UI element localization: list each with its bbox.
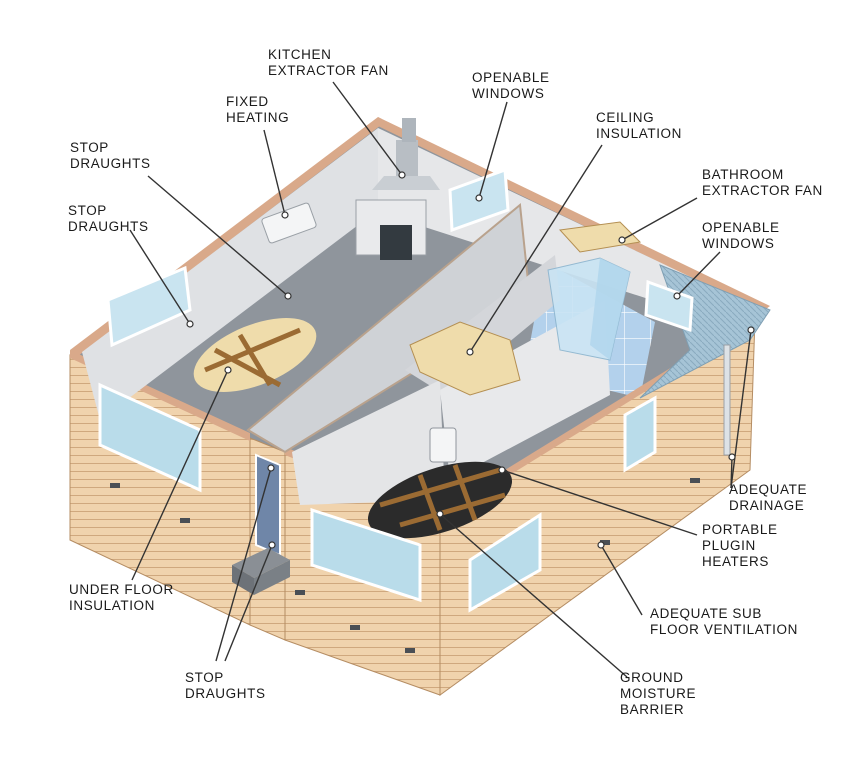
ceiling-insulation-panels — [409, 221, 642, 396]
label-bathroom-extractor-fan: BATHROOM EXTRACTOR FAN — [702, 167, 823, 198]
shower — [547, 257, 631, 361]
windows — [98, 167, 694, 613]
label-stop-draughts-middle: STOP DRAUGHTS — [68, 203, 149, 234]
label-ground-moisture-barrier: GROUND MOISTURE BARRIER — [620, 670, 697, 717]
label-fixed-heating: FIXED HEATING — [226, 94, 290, 125]
label-portable-plugin-heaters: PORTABLE PLUGIN HEATERS — [702, 522, 778, 569]
leader-lines — [129, 81, 752, 678]
moisture-barrier-patch — [367, 461, 513, 539]
downpipe — [723, 344, 731, 456]
front-door — [232, 453, 290, 595]
label-stop-draughts-upper: STOP DRAUGHTS — [70, 140, 151, 171]
label-stop-draughts-lower: STOP DRAUGHTS — [185, 670, 266, 701]
label-openable-windows-top: OPENABLE WINDOWS — [472, 70, 550, 101]
label-ceiling-insulation: CEILING INSULATION — [596, 110, 683, 141]
label-subfloor-ventilation: ADEQUATE SUB FLOOR VENTILATION — [650, 606, 798, 637]
subfloor-vents — [110, 478, 700, 653]
label-openable-windows-right: OPENABLE WINDOWS — [702, 220, 780, 251]
label-adequate-drainage: ADEQUATE DRAINAGE — [729, 482, 808, 513]
label-under-floor-insulation: UNDER FLOOR INSULATION — [69, 582, 174, 613]
underfloor-insulation-patch — [193, 318, 317, 392]
portable-heater — [429, 427, 457, 463]
label-kitchen-extractor-fan: KITCHEN EXTRACTOR FAN — [268, 47, 389, 78]
leader-dots — [186, 171, 755, 549]
kitchen-unit — [355, 118, 440, 260]
